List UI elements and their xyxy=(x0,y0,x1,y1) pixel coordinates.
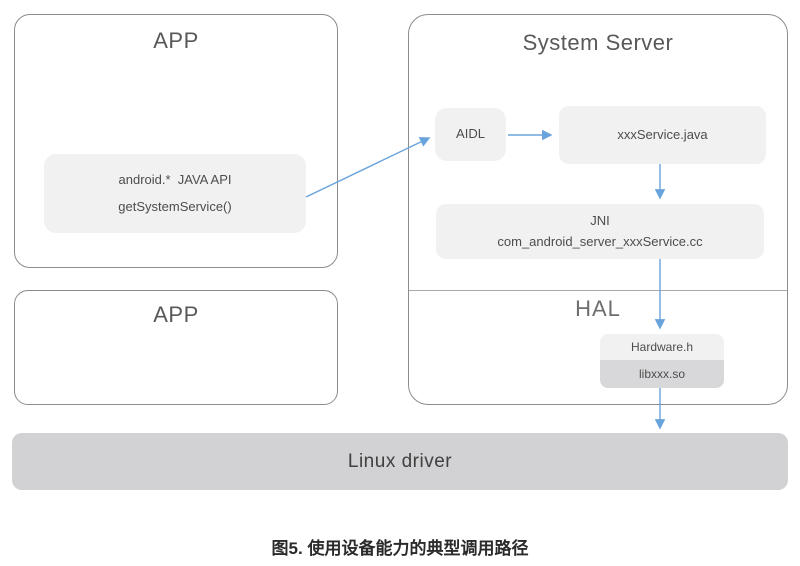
jni-line2: com_android_server_xxxService.cc xyxy=(497,233,703,249)
hal-title: HAL xyxy=(575,296,621,321)
app1-title: APP xyxy=(153,28,199,53)
app-box-2: APP xyxy=(14,290,338,405)
libxxx-so-node: libxxx.so xyxy=(600,360,724,388)
hardware-h-node: Hardware.h xyxy=(600,334,724,360)
java-api-line1: android.* JAVA API xyxy=(118,171,232,187)
system-server-title: System Server xyxy=(522,30,674,55)
hal-hardware-stack: Hardware.h libxxx.so xyxy=(600,334,724,388)
jni-line1: JNI xyxy=(590,213,610,229)
xxxservice-label: xxxService.java xyxy=(617,126,708,142)
linux-driver-bar: Linux driver xyxy=(12,433,788,490)
linux-driver-label: Linux driver xyxy=(347,450,453,472)
figure-caption: 图5. 使用设备能力的典型调用路径 xyxy=(271,539,529,558)
xxxservice-node: xxxService.java xyxy=(559,106,766,164)
system-server-box: System Server AIDL xxxService.java JNI c… xyxy=(408,14,788,405)
app2-title: APP xyxy=(153,302,199,327)
libxxx-so-label: libxxx.so xyxy=(638,367,685,381)
jni-node: JNI com_android_server_xxxService.cc xyxy=(436,204,764,259)
app-box-1: APP android.* JAVA API getSystemService(… xyxy=(14,14,338,268)
hardware-h-label: Hardware.h xyxy=(630,340,694,354)
java-api-node: android.* JAVA API getSystemService() xyxy=(44,154,306,233)
aidl-label: AIDL xyxy=(456,126,485,142)
aidl-node: AIDL xyxy=(435,108,506,161)
hal-divider xyxy=(409,290,787,291)
java-api-line2: getSystemService() xyxy=(118,199,232,214)
